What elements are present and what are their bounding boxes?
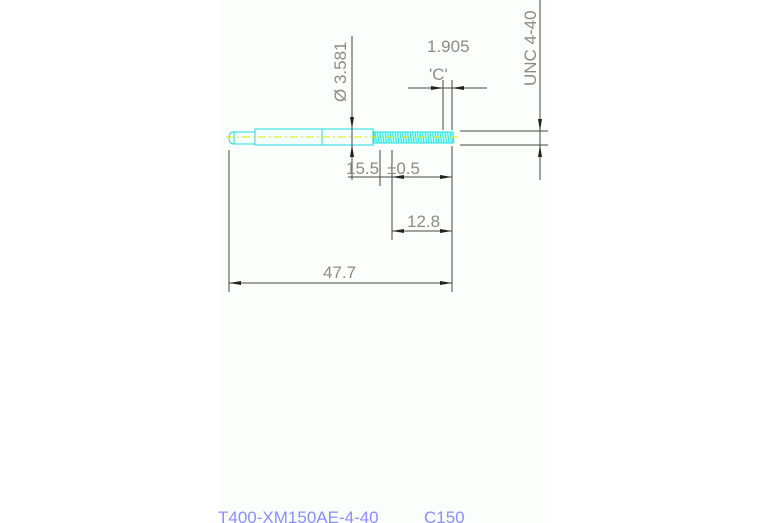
- chamfer-label: 'C': [429, 65, 448, 84]
- thread-dimension: UNC 4-40: [460, 0, 548, 180]
- chamfer-width-label: 1.905: [427, 37, 470, 56]
- thread-line: [432, 131, 435, 144]
- thread-length-label: 12.8: [407, 212, 440, 231]
- thread-line: [427, 131, 430, 144]
- thread-line: [442, 131, 445, 144]
- chamfer-dimension: 1.905 'C': [408, 37, 487, 130]
- thread-spec-label: UNC 4-40: [521, 10, 540, 86]
- part-pin: [226, 128, 458, 146]
- part-number: T400-XM150AE-4-40: [218, 508, 379, 523]
- shoulder-length-label: 15.5: [346, 159, 379, 178]
- diameter-dimension: Ø 3.581: [331, 36, 354, 180]
- thread-line: [409, 131, 412, 144]
- thread-line: [384, 131, 387, 144]
- overall-length-label: 47.7: [323, 263, 356, 282]
- shoulder-length-dimension: 15.5 ±0.5: [346, 146, 453, 292]
- part-code: C150: [424, 508, 465, 523]
- thread-hatching: [374, 131, 455, 144]
- thread-line: [377, 131, 380, 144]
- thread-line: [394, 131, 397, 144]
- tolerance-label: ±0.5: [387, 159, 420, 178]
- thread-line: [399, 131, 402, 144]
- thread-length-dimension: 12.8: [392, 212, 452, 233]
- thread-line: [382, 131, 385, 144]
- pin-tip: [228, 131, 256, 145]
- thread-line: [414, 131, 417, 144]
- overall-length-dimension: 47.7: [228, 150, 452, 292]
- drawing-sheet: [219, 0, 549, 523]
- thread-line: [447, 131, 450, 144]
- diameter-label: Ø 3.581: [331, 42, 350, 103]
- thread-line: [379, 131, 382, 144]
